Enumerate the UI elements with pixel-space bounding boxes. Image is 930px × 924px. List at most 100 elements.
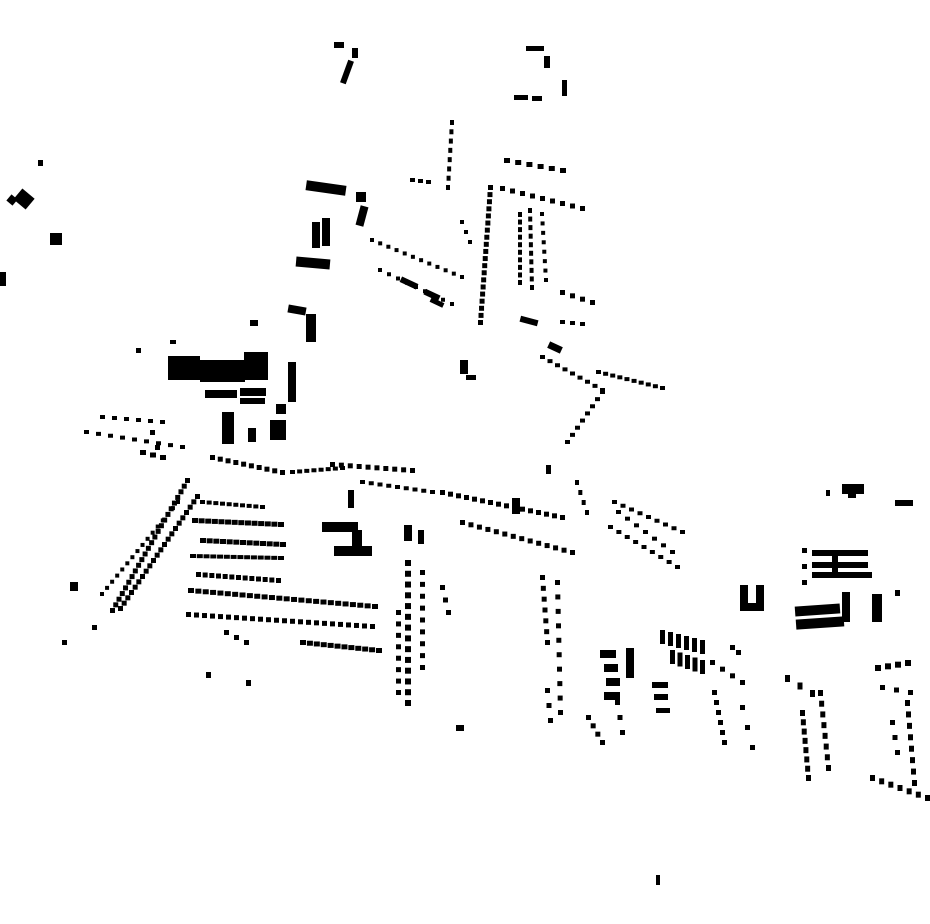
building: [238, 520, 245, 526]
building: [312, 222, 320, 248]
building: [575, 480, 579, 485]
building: [544, 278, 548, 282]
building: [160, 455, 166, 460]
building: [479, 305, 485, 311]
building: [528, 242, 533, 248]
building: [785, 675, 790, 682]
building: [100, 592, 104, 596]
building: [378, 268, 382, 272]
building: [288, 362, 296, 402]
building: [800, 710, 805, 716]
building: [158, 547, 164, 553]
building: [512, 505, 517, 510]
building: [616, 510, 621, 514]
building: [264, 521, 271, 527]
building: [140, 542, 145, 547]
building: [826, 765, 831, 771]
building: [244, 352, 268, 380]
building: [500, 186, 505, 191]
building: [637, 511, 643, 516]
building: [671, 526, 677, 531]
building: [291, 596, 298, 602]
building: [175, 494, 181, 500]
building: [824, 754, 830, 761]
building: [165, 536, 171, 542]
building: [116, 596, 122, 602]
building: [230, 554, 237, 559]
building: [518, 257, 522, 263]
building: [155, 445, 160, 450]
building: [405, 646, 411, 653]
building: [162, 542, 167, 547]
building: [226, 539, 233, 545]
building: [547, 341, 563, 354]
building: [168, 443, 173, 448]
building: [362, 623, 367, 629]
building: [547, 359, 553, 364]
building: [435, 264, 440, 269]
building: [276, 578, 281, 583]
building: [168, 356, 200, 380]
building: [287, 304, 307, 316]
building: [560, 201, 565, 206]
building: [206, 500, 212, 505]
building: [383, 466, 389, 471]
building: [258, 521, 265, 527]
building: [300, 640, 306, 645]
building: [256, 465, 262, 470]
building: [570, 203, 575, 209]
building: [880, 685, 885, 690]
building: [180, 515, 186, 521]
building: [420, 653, 425, 659]
building: [202, 572, 208, 578]
buildings-layer: [0, 42, 930, 885]
building: [585, 411, 590, 416]
building: [330, 462, 335, 467]
building: [529, 267, 534, 273]
building: [804, 756, 810, 763]
building: [258, 616, 263, 622]
building: [446, 610, 451, 615]
building: [520, 191, 525, 196]
building: [313, 598, 320, 604]
building: [121, 600, 127, 606]
building: [362, 646, 369, 652]
building: [150, 530, 155, 535]
building: [448, 147, 453, 153]
building: [540, 575, 545, 580]
building: [396, 644, 401, 650]
building: [570, 371, 575, 376]
building: [915, 791, 921, 798]
building: [231, 519, 238, 525]
building: [656, 708, 670, 713]
building: [558, 710, 563, 715]
building: [218, 519, 225, 525]
building: [210, 589, 217, 595]
building: [822, 732, 828, 739]
building: [666, 560, 672, 564]
building: [136, 579, 142, 585]
building: [663, 522, 668, 527]
building: [550, 198, 555, 204]
building: [528, 508, 533, 514]
building: [233, 460, 239, 465]
building: [420, 629, 425, 635]
building: [334, 42, 344, 48]
building: [449, 129, 454, 135]
building: [185, 478, 190, 483]
building: [405, 635, 411, 642]
building: [895, 750, 900, 755]
building: [290, 618, 295, 624]
building: [145, 545, 151, 551]
building: [592, 383, 598, 388]
building: [410, 178, 415, 182]
building: [581, 500, 586, 505]
building: [590, 300, 595, 305]
building: [171, 500, 177, 506]
building: [562, 80, 567, 96]
building: [802, 548, 807, 553]
building: [812, 550, 868, 556]
building: [100, 415, 105, 419]
building: [120, 567, 125, 572]
building: [250, 616, 255, 622]
